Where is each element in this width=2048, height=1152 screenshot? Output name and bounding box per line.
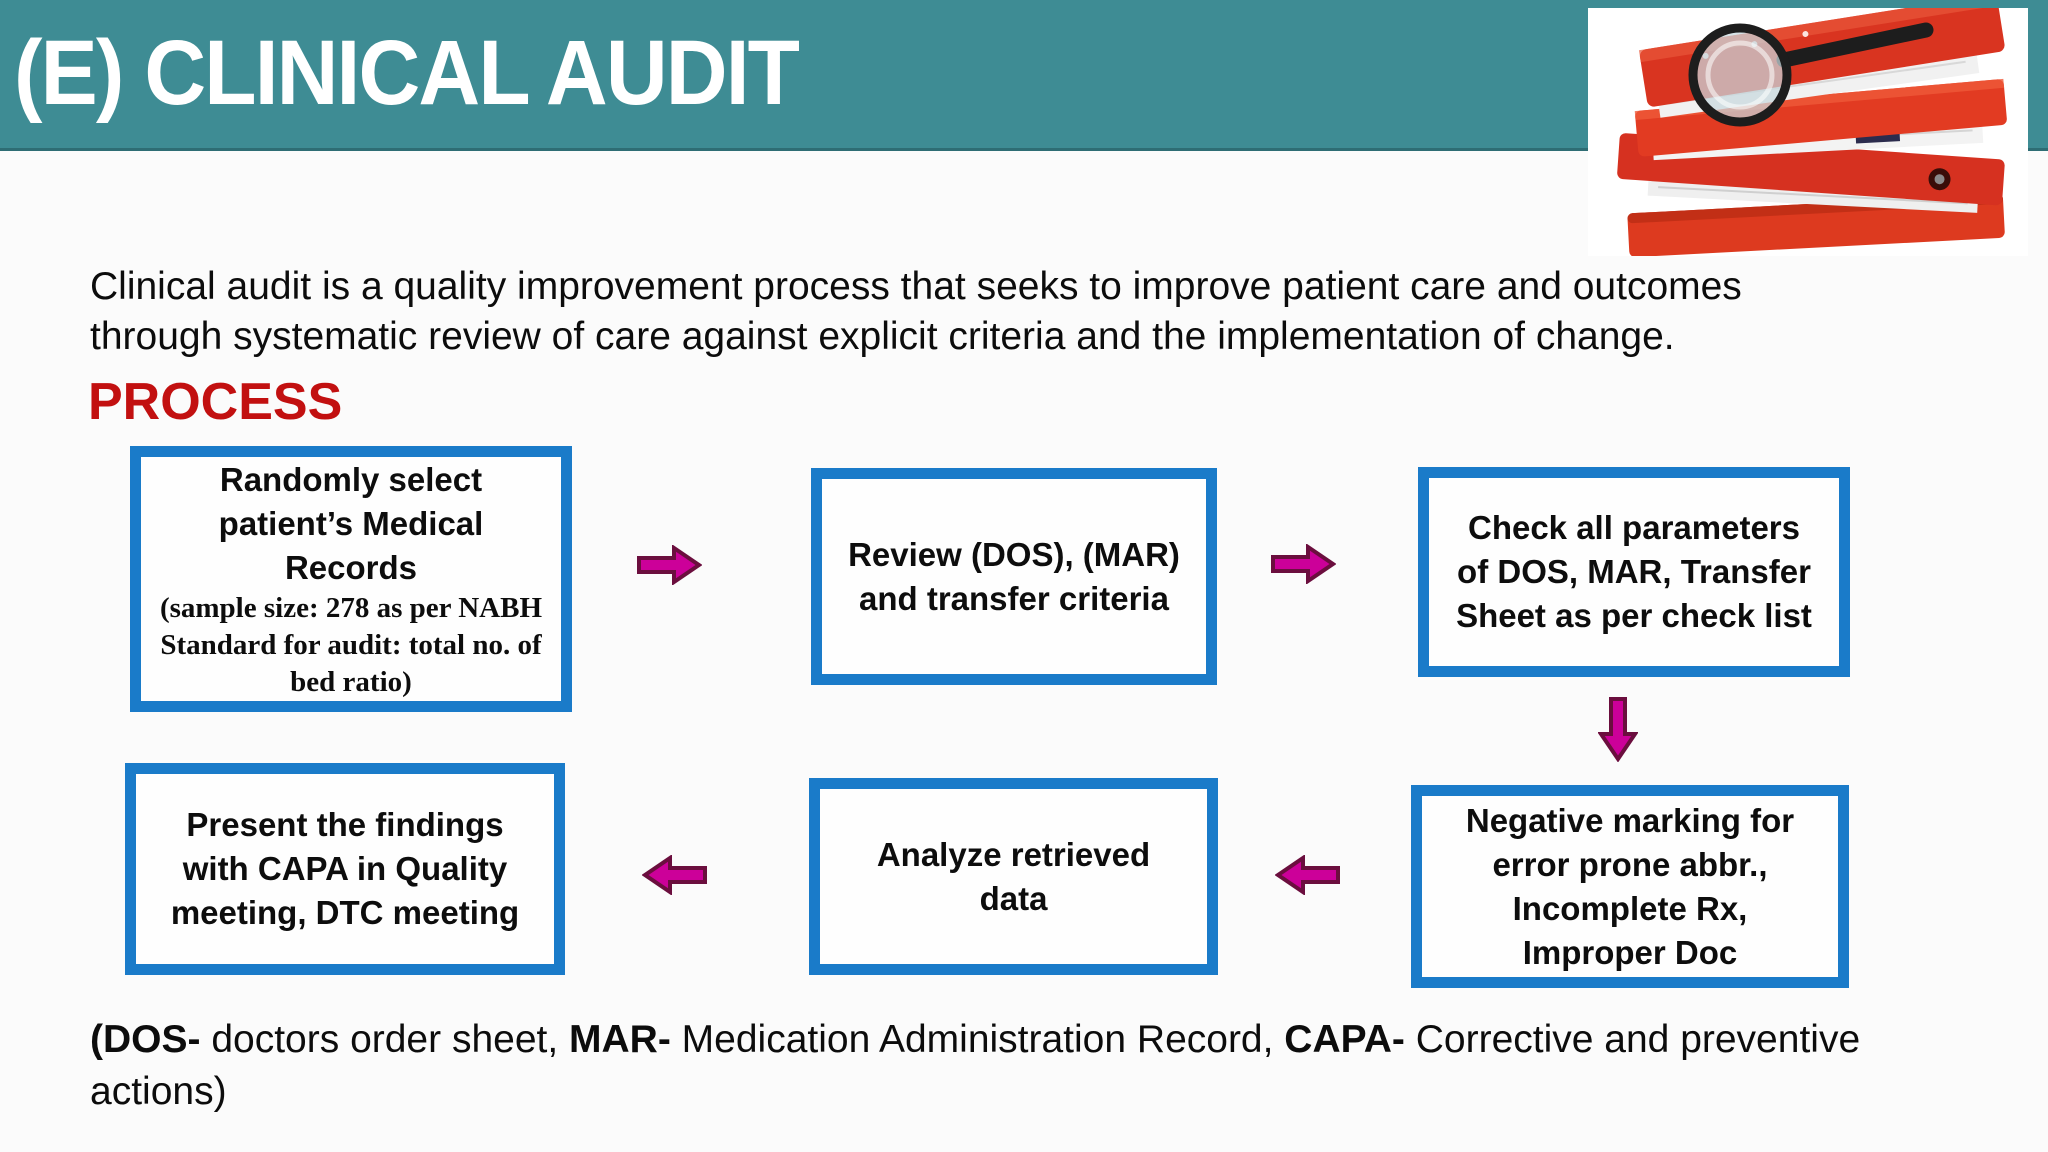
binders-photo xyxy=(1588,0,2028,258)
arrow-right-icon xyxy=(1271,544,1336,584)
arrow-down-icon xyxy=(1598,697,1638,762)
flow-box-text: Negative marking for error prone abbr., … xyxy=(1465,801,1795,971)
abbr-mar-label: MAR- xyxy=(569,1018,671,1061)
arrow-left-icon xyxy=(642,855,707,895)
abbreviations-line2: actions) xyxy=(90,1070,227,1113)
flow-box-text: Present the findings with CAPA in Qualit… xyxy=(170,806,520,931)
binders-illustration xyxy=(1588,0,2028,258)
flow-box-analyze-data: Analyze retrieved data xyxy=(809,778,1218,975)
flow-box-present-findings: Present the findings with CAPA in Qualit… xyxy=(125,763,565,975)
page-title: (E) CLINICAL AUDIT xyxy=(14,22,800,124)
flow-box-text: Randomly select patient’s Medical Record… xyxy=(218,460,484,586)
footer-text: (DOS- doctors order sheet, MAR- Medicati… xyxy=(90,1014,1990,1118)
flow-box-text: Review (DOS), (MAR) and transfer criteri… xyxy=(848,535,1180,617)
intro-text: Clinical audit is a quality improvement … xyxy=(90,265,1742,358)
abbr-capa-label: CAPA- xyxy=(1284,1018,1405,1061)
flow-box-note: (sample size: 278 as per NABH Standard f… xyxy=(159,591,543,698)
process-heading: PROCESS xyxy=(88,373,343,431)
flow-box-text: Analyze retrieved data xyxy=(876,835,1151,917)
abbr-dos-label: (DOS- xyxy=(90,1018,201,1061)
abbr-dos-definition: doctors order sheet, xyxy=(200,1018,570,1061)
arrow-right-icon xyxy=(637,545,702,585)
flow-box-select-records: Randomly select patient’s Medical Record… xyxy=(130,446,572,712)
abbreviations-line1: (DOS- doctors order sheet, MAR- Medicati… xyxy=(90,1018,1860,1061)
flow-box-text: Check all parameters of DOS, MAR, Transf… xyxy=(1456,509,1812,634)
flow-box-review: Review (DOS), (MAR) and transfer criteri… xyxy=(811,468,1217,685)
abbr-capa-definition: Corrective and preventive xyxy=(1404,1018,1861,1061)
arrow-left-icon xyxy=(1275,855,1340,895)
magnifier-icon xyxy=(1688,22,1934,127)
abbr-mar-definition: Medication Administration Record, xyxy=(670,1018,1285,1061)
flow-box-negative-marking: Negative marking for error prone abbr., … xyxy=(1411,785,1849,988)
flow-box-check-parameters: Check all parameters of DOS, MAR, Transf… xyxy=(1418,467,1850,677)
